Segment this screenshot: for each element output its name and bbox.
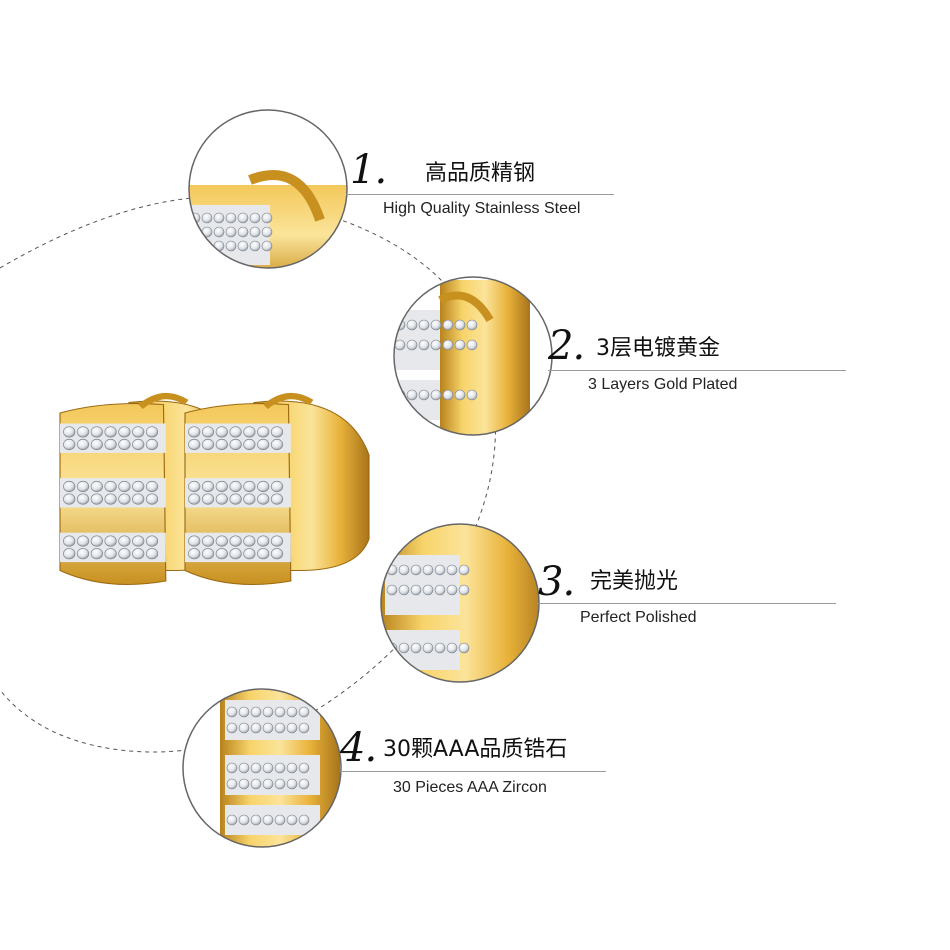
feature-title-en: Perfect Polished [580,609,697,626]
feature-title-en: High Quality Stainless Steel [383,200,581,217]
feature-number: 2. [548,323,585,369]
feature-number: 3. [538,559,575,605]
feature-divider [538,603,836,604]
feature-number: 1. [350,147,387,193]
feature-divider [346,194,614,195]
feature-title-cn: 3层电镀黄金 [596,336,720,361]
feature-divider [548,370,846,371]
feature-title-cn: 高品质精钢 [425,161,536,186]
feature-title-cn: 30颗AAA品质锆石 [383,737,568,762]
feature-number: 4. [340,725,377,771]
feature-title-cn: 完美抛光 [590,569,679,594]
feature-title-en: 30 Pieces AAA Zircon [393,779,547,796]
feature-divider [340,771,606,772]
feature-title-en: 3 Layers Gold Plated [588,376,738,393]
